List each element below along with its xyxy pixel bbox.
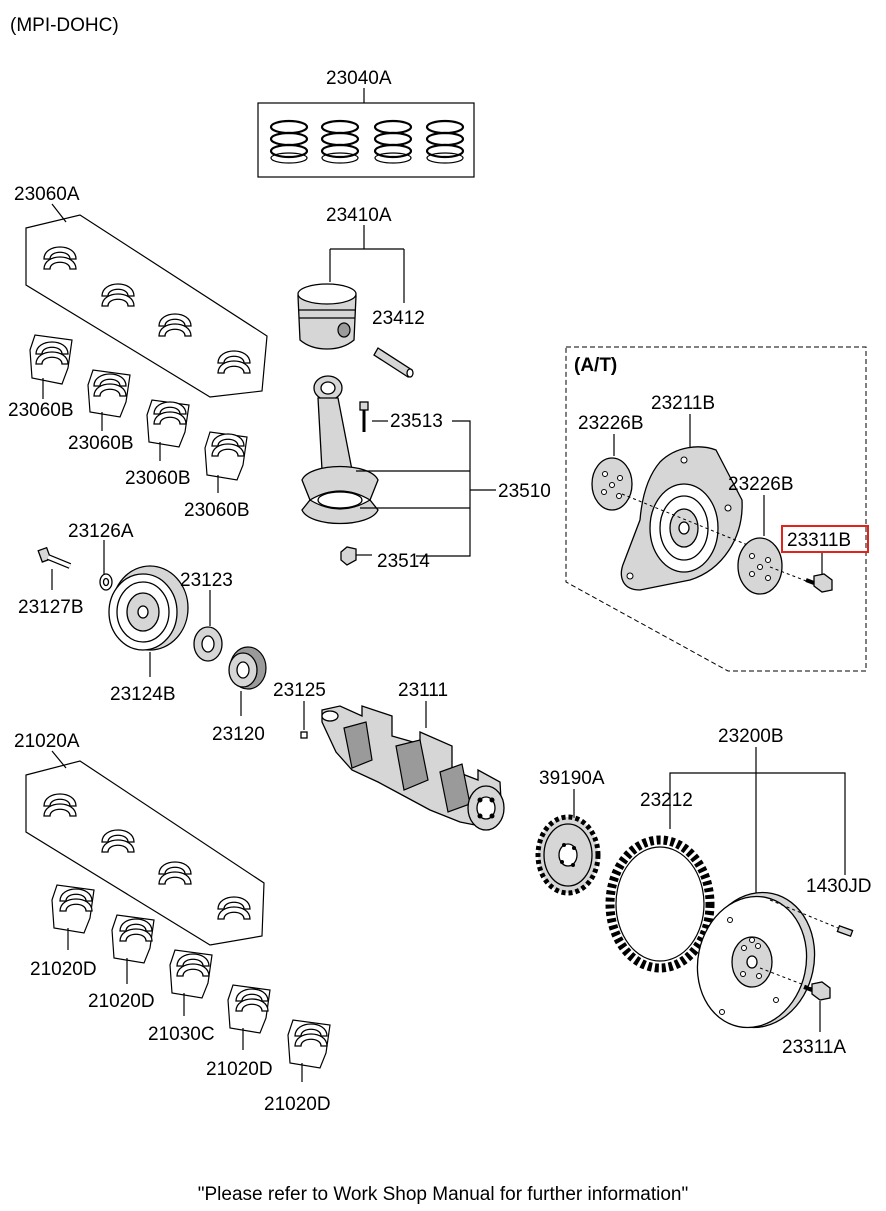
- upper-bearing-3: 23060B: [125, 399, 191, 489]
- footer-note: "Please refer to Work Shop Manual for fu…: [198, 1184, 688, 1205]
- at-drive-plate-group: (A/T) 23226B 23211B 23226B 233: [565, 346, 869, 672]
- part-label-21020D-2[interactable]: 21020D: [88, 991, 155, 1012]
- engine-variant-label: (MPI-DOHC): [10, 15, 119, 36]
- part-label-23060B-3[interactable]: 23060B: [125, 468, 191, 489]
- part-label-21020D-3[interactable]: 21020D: [206, 1059, 273, 1080]
- part-label-23040A[interactable]: 23040A: [326, 68, 392, 89]
- lower-bearing-4: 21020D: [264, 1019, 331, 1115]
- upper-bearing-1: 23060B: [8, 334, 74, 421]
- part-label-23226B-2[interactable]: 23226B: [728, 474, 794, 495]
- flywheel-group: 23200B 39190A 23212 1430JD: [535, 726, 872, 1058]
- upper-bearing-4: 23060B: [184, 431, 250, 521]
- part-label-21020D-1[interactable]: 21020D: [30, 959, 97, 980]
- part-label-23120[interactable]: 23120: [212, 724, 265, 745]
- part-label-23226B-1[interactable]: 23226B: [578, 413, 644, 434]
- part-label-1430JD[interactable]: 1430JD: [806, 876, 872, 897]
- lower-bearing-set: 21020A: [14, 731, 265, 946]
- highlight-box-23311B: [781, 525, 869, 553]
- part-label-39190A[interactable]: 39190A: [539, 768, 605, 789]
- at-group-title: (A/T): [574, 355, 617, 376]
- part-label-23123[interactable]: 23123: [180, 570, 233, 591]
- part-label-23311A[interactable]: 23311A: [782, 1037, 846, 1058]
- part-label-23060B-2[interactable]: 23060B: [68, 433, 134, 454]
- part-label-23126A[interactable]: 23126A: [68, 521, 134, 542]
- upper-bearing-set: 23060A: [14, 184, 268, 398]
- part-label-23211B[interactable]: 23211B: [651, 393, 715, 414]
- part-label-21020D-4[interactable]: 21020D: [264, 1094, 331, 1115]
- crank-pulley-group: 23127B 23126A 23124B 23123 23120: [18, 521, 267, 745]
- part-label-23212[interactable]: 23212: [640, 790, 693, 811]
- part-label-23412[interactable]: 23412: [372, 308, 425, 329]
- crankshaft-group: 23125 23111: [273, 680, 505, 831]
- piston-assembly: 23410A 23412: [297, 205, 425, 378]
- part-label-23514[interactable]: 23514: [377, 551, 430, 572]
- part-label-21020A[interactable]: 21020A: [14, 731, 80, 752]
- part-label-23127B[interactable]: 23127B: [18, 597, 84, 618]
- part-label-23124B[interactable]: 23124B: [110, 684, 176, 705]
- thrust-bearing: 21030C: [148, 949, 215, 1045]
- part-label-23060B-4[interactable]: 23060B: [184, 500, 250, 521]
- upper-bearing-2: 23060B: [68, 369, 134, 454]
- connecting-rod-assembly: 23513 23510 23514: [301, 375, 551, 572]
- part-label-23060A[interactable]: 23060A: [14, 184, 80, 205]
- part-label-23510[interactable]: 23510: [498, 481, 551, 502]
- part-label-23410A[interactable]: 23410A: [326, 205, 392, 226]
- part-label-21030C[interactable]: 21030C: [148, 1024, 215, 1045]
- part-label-23200B[interactable]: 23200B: [718, 726, 784, 747]
- part-label-23060B-1[interactable]: 23060B: [8, 400, 74, 421]
- lower-bearing-2: 21020D: [88, 914, 155, 1012]
- part-label-23311B[interactable]: 23311B: [787, 530, 851, 551]
- part-label-23513[interactable]: 23513: [390, 411, 443, 432]
- part-label-23111[interactable]: 23111: [398, 680, 448, 701]
- lower-bearing-1: 21020D: [30, 884, 97, 980]
- piston-ring-set: 23040A: [257, 68, 475, 178]
- lower-bearing-3: 21020D: [206, 984, 273, 1080]
- part-label-23125[interactable]: 23125: [273, 680, 326, 701]
